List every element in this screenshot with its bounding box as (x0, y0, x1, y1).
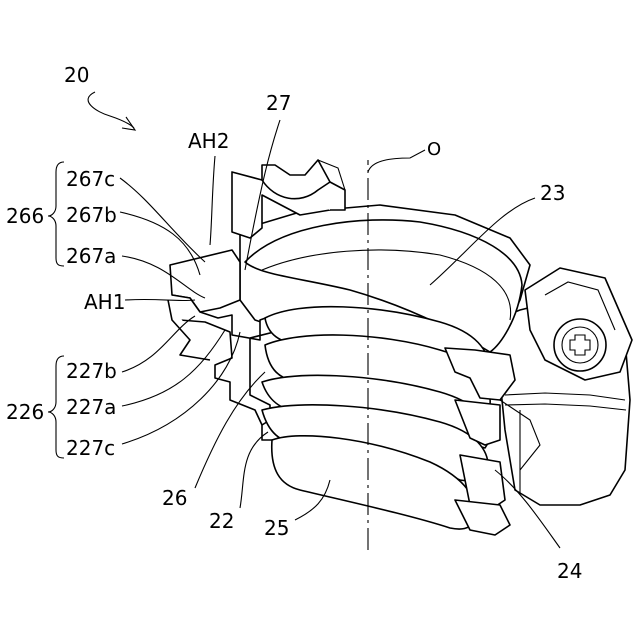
group-brackets (48, 162, 64, 458)
label-holder-22: 22 (209, 509, 234, 533)
label-227c: 227c (66, 436, 115, 460)
label-227b: 227b (66, 359, 117, 383)
label-group-226: 226 (6, 400, 44, 424)
label-cap-27: 27 (266, 91, 291, 115)
label-upper-lens-23: 23 (540, 181, 565, 205)
label-group-266: 266 (6, 204, 44, 228)
label-assembly-20: 20 (64, 63, 89, 87)
label-holder-26: 26 (162, 486, 187, 510)
label-267a: 267a (66, 244, 116, 268)
label-aperture-ah2: AH2 (188, 129, 229, 153)
label-267c: 267c (66, 167, 115, 191)
label-axis-o: O (427, 139, 441, 160)
label-aperture-ah1: AH1 (84, 290, 125, 314)
label-middle-lens-24: 24 (557, 559, 582, 583)
label-lower-lens-25: 25 (264, 516, 289, 540)
label-267b: 267b (66, 203, 117, 227)
lens-assembly-drawing (168, 150, 632, 550)
lens-holder-stack (168, 160, 540, 535)
label-227a: 227a (66, 395, 116, 419)
